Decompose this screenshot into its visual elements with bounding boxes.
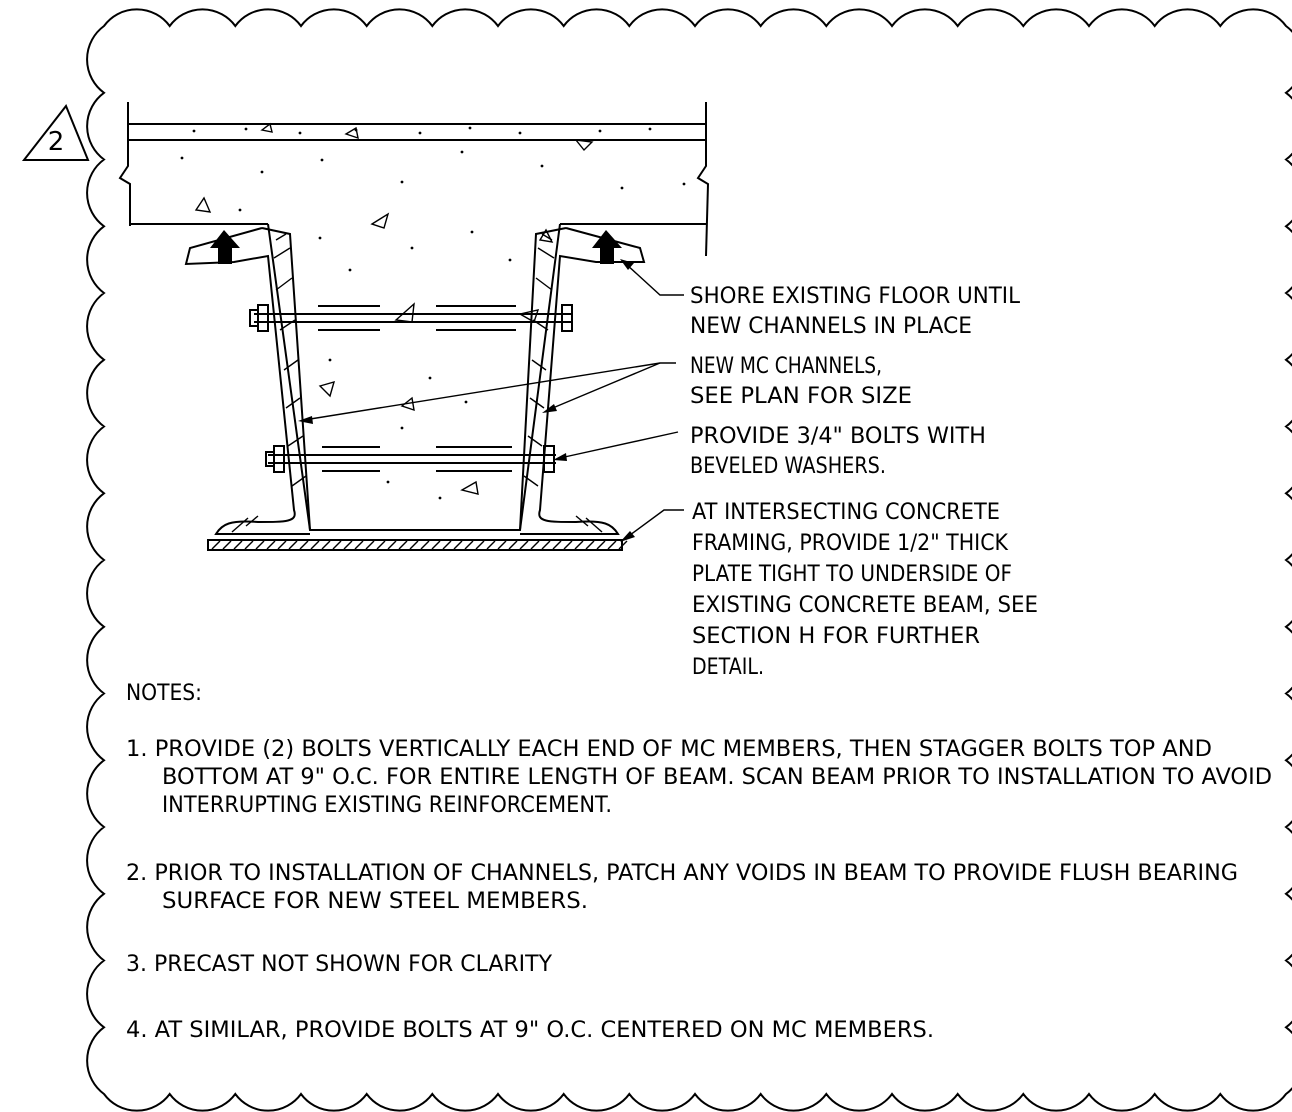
note-item: 2. PRIOR TO INSTALLATION OF CHANNELS, PA… (126, 861, 1238, 914)
callout-line: EXISTING CONCRETE BEAM, SEE (692, 593, 1038, 618)
through-bolt-lower (265, 445, 556, 473)
existing-concrete-beam (267, 223, 561, 531)
callout-line: PLATE TIGHT TO UNDERSIDE OF (692, 562, 1012, 587)
callout-note: NEW MC CHANNELS, SEE PLAN FOR SIZE (690, 354, 912, 409)
note-line: 3. PRECAST NOT SHOWN FOR CLARITY (126, 952, 553, 977)
leader-lines (298, 259, 684, 542)
bottom-plate (207, 539, 628, 551)
note-item: 4. AT SIMILAR, PROVIDE BOLTS AT 9" O.C. … (126, 1018, 934, 1043)
notes-heading: NOTES: (126, 681, 202, 706)
note-item: 3. PRECAST NOT SHOWN FOR CLARITY (126, 952, 553, 977)
callout-line: BEVELED WASHERS. (690, 454, 886, 479)
callout-line: AT INTERSECTING CONCRETE (692, 500, 1000, 525)
note-line: 1. PROVIDE (2) BOLTS VERTICALLY EACH END… (126, 737, 1212, 762)
note-line: 4. AT SIMILAR, PROVIDE BOLTS AT 9" O.C. … (126, 1018, 934, 1043)
callout-line: SEE PLAN FOR SIZE (690, 384, 912, 409)
callout-line: DETAIL. (692, 655, 764, 680)
callouts: SHORE EXISTING FLOOR UNTIL NEW CHANNELS I… (690, 284, 1038, 680)
note-item: 1. PROVIDE (2) BOLTS VERTICALLY EACH END… (126, 737, 1272, 818)
general-notes: NOTES: 1. PROVIDE (2) BOLTS VERTICALLY E… (126, 681, 1272, 1043)
note-line: SURFACE FOR NEW STEEL MEMBERS. (162, 889, 588, 914)
revision-cloud (86, 8, 1292, 1112)
callout-line: SECTION H FOR FURTHER (692, 624, 980, 649)
callout-line: PROVIDE 3/4" BOLTS WITH (690, 424, 986, 449)
callout-line: FRAMING, PROVIDE 1/2" THICK (692, 531, 1009, 556)
mc-channel-left (184, 227, 311, 535)
revision-number: 2 (48, 127, 65, 157)
callout-line: NEW MC CHANNELS, (690, 354, 882, 379)
mc-channel-right (519, 227, 646, 535)
existing-slab (118, 102, 710, 257)
shore-arrow-left-icon (210, 230, 240, 264)
shore-arrow-right-icon (592, 230, 622, 264)
note-line: INTERRUPTING EXISTING REINFORCEMENT. (162, 793, 612, 818)
through-bolt-upper (249, 304, 573, 332)
callout-note: AT INTERSECTING CONCRETE FRAMING, PROVIDE… (692, 500, 1038, 680)
callout-line: SHORE EXISTING FLOOR UNTIL (690, 284, 1021, 309)
bolt-break-lines (318, 305, 516, 472)
concrete-stipple (180, 122, 686, 500)
callout-line: NEW CHANNELS IN PLACE (690, 314, 972, 339)
callout-note: SHORE EXISTING FLOOR UNTIL NEW CHANNELS I… (690, 284, 1021, 339)
note-line: 2. PRIOR TO INSTALLATION OF CHANNELS, PA… (126, 861, 1238, 886)
revision-triangle-icon: 2 (21, 104, 90, 161)
callout-note: PROVIDE 3/4" BOLTS WITH BEVELED WASHERS. (690, 424, 986, 479)
note-line: BOTTOM AT 9" O.C. FOR ENTIRE LENGTH OF B… (162, 765, 1272, 790)
